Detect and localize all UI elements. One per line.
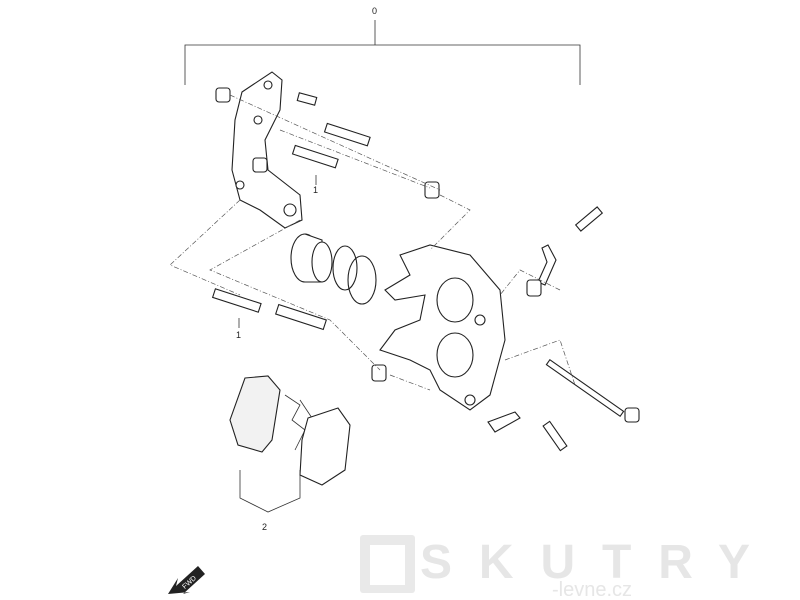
bolt-small xyxy=(296,92,318,106)
svg-text:-levne.cz: -levne.cz xyxy=(552,579,632,600)
bushing-mid xyxy=(252,157,268,173)
label-bolt-upper: 1 xyxy=(313,185,318,195)
watermark-logo: SKUTRY -levne.cz xyxy=(360,535,750,600)
seal-ring-1 xyxy=(332,245,358,291)
pin-lower xyxy=(274,303,328,331)
banjo-fitting-lower xyxy=(487,411,521,433)
mounting-bracket xyxy=(231,71,303,229)
brake-pad-left xyxy=(229,375,281,453)
label-assembly: 0 xyxy=(372,6,377,16)
banjo-fitting-upper xyxy=(537,244,557,286)
label-pads: 2 xyxy=(262,522,267,532)
bushing-right xyxy=(424,181,440,199)
seal-ring-2 xyxy=(347,255,377,305)
label-bolt-lower: 1 xyxy=(236,330,241,340)
fwd-arrow-icon: FWD xyxy=(168,566,205,594)
bushing-upper xyxy=(215,87,231,103)
pad-pin xyxy=(545,358,625,418)
bushing-lower xyxy=(371,364,387,382)
pin-plug xyxy=(624,407,640,423)
brake-pad-right xyxy=(299,407,351,486)
bolt-lower xyxy=(211,288,262,313)
assembly-guide-lines xyxy=(169,94,576,391)
bleed-screw-upper xyxy=(574,206,604,232)
assembly-bracket xyxy=(184,20,581,85)
pad-spring xyxy=(284,394,313,451)
piston xyxy=(290,233,333,283)
bolt-upper xyxy=(291,144,339,169)
bleed-screw-lower xyxy=(542,420,568,452)
bushing-caliper xyxy=(526,279,542,297)
pin-upper xyxy=(323,122,371,147)
caliper-body xyxy=(379,244,506,411)
